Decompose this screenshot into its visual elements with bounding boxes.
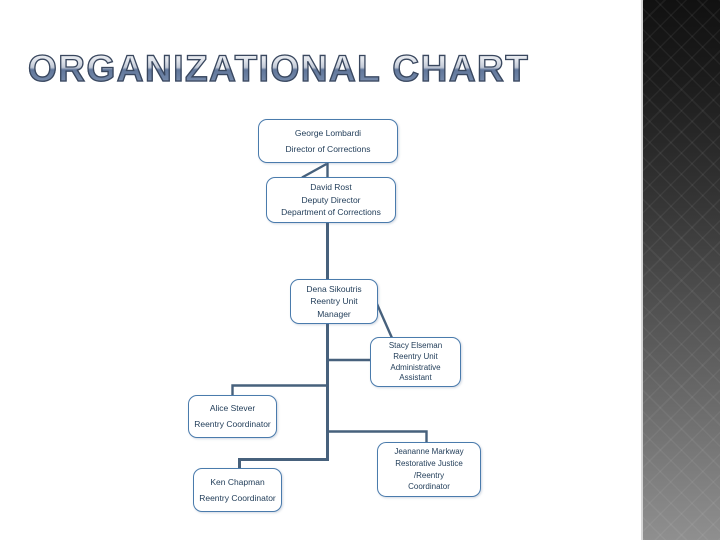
org-node-stacy-elseman: Stacy Elseman Reentry Unit Administrativ… [370,337,461,387]
node-role: Coordinator [408,482,450,492]
org-node-dena-sikoutris: Dena Sikoutris Reentry Unit Manager [290,279,378,324]
node-role: Assistant [399,373,432,383]
org-node-ken-chapman: Ken Chapman Reentry Coordinator [193,468,282,512]
node-name: Jeananne Markway [394,447,464,456]
node-name: George Lombardi [294,127,362,138]
node-name: Ken Chapman [210,476,265,487]
slide-canvas: ORGANIZATIONAL CHART George Lombardi Dir… [27,47,530,512]
node-role: Department of Corrections [281,207,381,218]
node-name: Stacy Elseman [388,341,443,350]
node-role: Reentry Unit [310,296,358,307]
org-node-alice-stever: Alice Stever Reentry Coordinator [188,395,277,438]
node-name: Alice Stever [209,403,256,414]
node-role: Reentry Coordinator [199,492,276,503]
node-role: Deputy Director [301,194,361,205]
connector-george-david-diagonal [301,162,328,179]
slide-title: ORGANIZATIONAL CHART [27,47,530,89]
node-role: /Reentry [413,470,445,480]
node-role: Restorative Justice [395,458,463,468]
org-node-george-lombardi: George Lombardi Director of Corrections [258,119,398,163]
org-node-david-rost: David Rost Deputy Director Department of… [266,177,396,223]
node-role: Administrative [390,362,441,372]
node-name: David Rost [310,182,352,193]
node-role: Reentry Unit [393,351,438,361]
node-name: Dena Sikoutris [306,283,362,294]
slide-side-decoration [641,0,720,540]
connector-dena-stacy-diagonal [375,303,394,339]
org-node-jeananne-markway: Jeananne Markway Restorative Justice /Re… [377,442,481,497]
node-role: Manager [317,308,351,319]
node-role: Director of Corrections [285,143,371,154]
node-role: Reentry Coordinator [194,419,271,430]
